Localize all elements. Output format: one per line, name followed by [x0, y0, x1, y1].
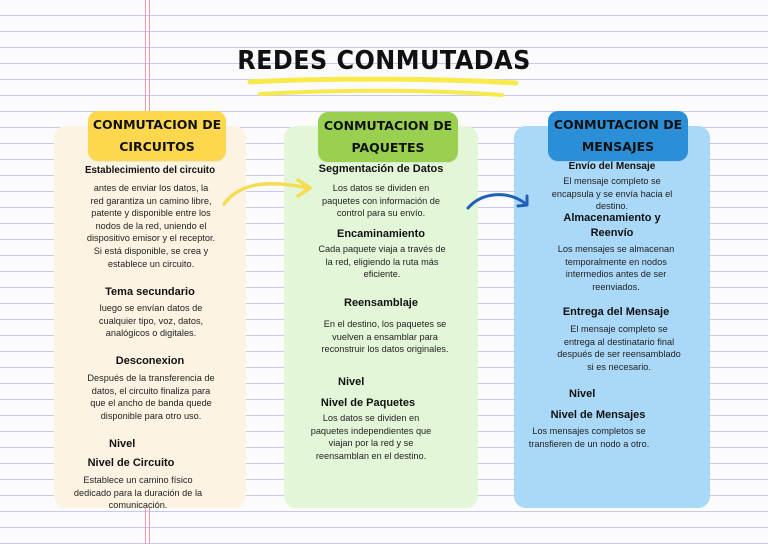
packets-segmentation-title: Segmentación de Datos	[318, 163, 444, 175]
circuits-level-title: Nivel de Circuito	[87, 457, 175, 469]
messages-header-line2: MENSAJES	[581, 139, 655, 154]
circuits-level-label: Nivel	[109, 438, 136, 450]
circuits-level-text: Establece un camino físico dedicado para…	[73, 475, 203, 511]
arrow-packets-to-messages	[466, 193, 529, 210]
messages-send-text: El mensaje completo se encapsula y se en…	[551, 176, 673, 212]
circuits-header: CONMUTACION DE CIRCUITOS	[88, 111, 226, 161]
packets-header-line1: CONMUTACION DE	[323, 118, 453, 133]
circuits-establishment-title: Establecimiento del circuito	[84, 165, 216, 176]
messages-delivery-text: El mensaje completo se entrega al destin…	[557, 324, 681, 372]
circuits-disconnection-title: Desconexion	[115, 355, 185, 367]
packets-header: CONMUTACION DE PAQUETES	[318, 112, 458, 162]
messages-header-line1: CONMUTACION DE	[553, 117, 683, 132]
circuits-secondary-title: Tema secundario	[105, 286, 195, 298]
circuits-secondary-text: luego se envían datos de cualquier tipo,…	[98, 303, 204, 339]
circuits-establishment-text: antes de enviar los datos, la red garant…	[86, 183, 216, 269]
messages-send-title: Envío del Mensaje	[568, 161, 656, 172]
packets-level-label: Nivel	[338, 376, 365, 388]
messages-level-label: Nivel	[569, 388, 596, 400]
packets-routing-title: Encaminamiento	[336, 228, 426, 240]
packets-segmentation-text: Los datos se dividen en paquetes con inf…	[322, 183, 440, 219]
packets-panel	[284, 126, 478, 508]
packets-level-title: Nivel de Paquetes	[320, 397, 416, 409]
circuits-header-line1: CONMUTACION DE	[92, 117, 222, 132]
packets-level-text: Los datos se dividen en paquetes indepen…	[310, 413, 432, 461]
circuits-header-line2: CIRCUITOS	[119, 139, 195, 154]
messages-panel	[514, 126, 710, 508]
messages-store-forward-title-line1: Almacenamiento y	[563, 212, 661, 224]
packets-reassembly-text: En el destino, los paquetes se vuelven a…	[321, 319, 449, 355]
messages-store-forward-title-line2: Reenvío	[590, 227, 634, 239]
messages-delivery-title: Entrega del Mensaje	[562, 306, 670, 318]
messages-header: CONMUTACION DE MENSAJES	[548, 111, 688, 161]
circuits-panel	[54, 126, 246, 508]
arrow-circuits-to-packets	[222, 178, 312, 206]
packets-header-line2: PAQUETES	[351, 140, 425, 155]
messages-level-title: Nivel de Mensajes	[550, 409, 646, 421]
messages-store-forward-text: Los mensajes se almacenan temporalmente …	[557, 244, 675, 292]
title-underline	[247, 76, 519, 97]
messages-store-forward-title: Almacenamiento y Reenvío	[514, 211, 710, 241]
packets-reassembly-title: Reensamblaje	[344, 297, 418, 309]
messages-level-text: Los mensajes completos se transfieren de…	[528, 426, 650, 449]
circuits-disconnection-text: Después de la transferencia de datos, el…	[87, 373, 215, 421]
page-title: REDES CONMUTADAS	[237, 46, 531, 76]
packets-routing-text: Cada paquete viaja a través de la red, e…	[318, 244, 446, 280]
